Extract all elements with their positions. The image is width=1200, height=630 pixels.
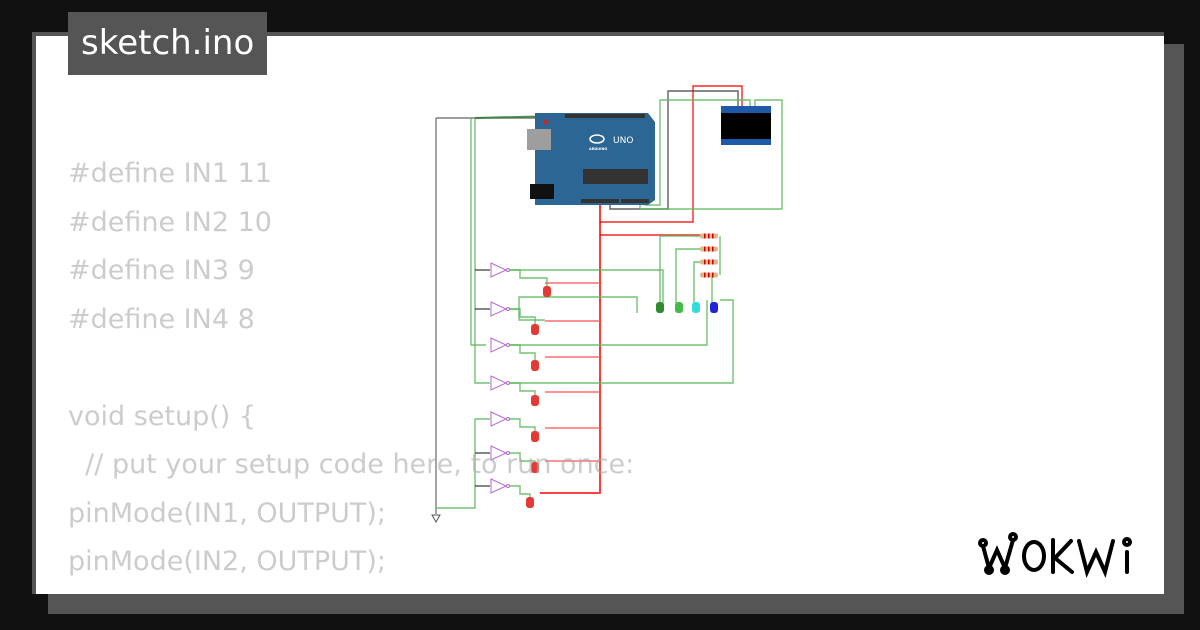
- signal-wire: [510, 308, 536, 324]
- buffer-output: [506, 451, 510, 455]
- code-line: #define IN4 8: [68, 303, 255, 335]
- code-preview: #define IN1 11 #define IN2 10 #define IN3 …: [68, 150, 634, 594]
- buffer-gate: [490, 262, 508, 278]
- signal-wire: [508, 300, 708, 346]
- buffer-output: [506, 268, 510, 272]
- signal-wire: [510, 418, 536, 431]
- signal-wire: [693, 261, 700, 303]
- power-wire: [600, 85, 743, 223]
- signal-wire: [510, 452, 536, 462]
- resistor-band: [704, 272, 706, 278]
- buffer-gate: [490, 375, 508, 391]
- buffer-output: [506, 307, 510, 311]
- resistor-band: [708, 259, 710, 265]
- resistor-band: [712, 259, 714, 265]
- buffer-gate: [490, 301, 508, 317]
- signal-wire: [510, 344, 536, 360]
- red-led: [531, 431, 539, 442]
- code-line: pinMode(IN3, OUTPUT);: [68, 587, 634, 595]
- resistor-band: [704, 259, 706, 265]
- signal-wire: [639, 99, 783, 210]
- red-led: [531, 395, 539, 406]
- red-led: [531, 360, 539, 371]
- buffer-gate: [490, 337, 508, 353]
- signal-wire: [659, 235, 700, 303]
- header-digital: [565, 114, 645, 118]
- buffer-gate: [490, 478, 508, 494]
- chip: [583, 169, 648, 184]
- wokwi-logo: [978, 532, 1132, 578]
- board-label: UNO: [613, 136, 633, 146]
- red-led: [531, 462, 539, 473]
- signal-wire: [510, 269, 548, 286]
- code-line: #define IN2 10: [68, 206, 272, 238]
- power-jack: [530, 184, 554, 199]
- header-analog: [621, 199, 649, 203]
- signal-wire: [675, 248, 700, 303]
- code-line: // put your setup code here, to run once…: [68, 449, 635, 480]
- arduino-logo: [589, 134, 605, 144]
- buffer-gate: [490, 445, 508, 461]
- signal-wire: [700, 274, 713, 303]
- led-0: [656, 302, 664, 313]
- code-line: #define IN3 9: [68, 255, 255, 286]
- header-power: [581, 199, 619, 203]
- resistor-band: [708, 272, 710, 278]
- resistor-band: [704, 246, 706, 252]
- buffer-output: [506, 484, 510, 488]
- red-led: [526, 497, 534, 508]
- signal-wire: [510, 382, 536, 395]
- board-brand: ARDUINO: [589, 147, 607, 151]
- signal-wire: [510, 269, 664, 303]
- code-line: #define IN1 11: [68, 158, 272, 189]
- signal-wire: [470, 118, 486, 346]
- led-2: [692, 302, 700, 313]
- usb-port: [527, 129, 551, 150]
- oled-screen: [721, 113, 771, 139]
- resistor-band: [712, 272, 714, 278]
- resistor-band: [704, 233, 706, 239]
- buffer-output: [506, 417, 510, 421]
- ground-symbol: [431, 514, 441, 524]
- signal-wire: [436, 418, 490, 509]
- code-line: pinMode(IN1, OUTPUT);: [68, 497, 387, 529]
- resistor-band: [708, 233, 710, 239]
- reset-button: [543, 119, 549, 125]
- code-line: void setup() {: [68, 400, 257, 432]
- red-led: [531, 324, 539, 335]
- signal-wire: [518, 296, 638, 313]
- signal-wire: [510, 299, 734, 384]
- file-tab-label: sketch.ino: [81, 23, 255, 63]
- led-1: [675, 302, 683, 313]
- resistor-band: [708, 246, 710, 252]
- buffer-gate: [490, 411, 508, 427]
- code-line: pinMode(IN2, OUTPUT);: [68, 546, 387, 577]
- code-line: [68, 344, 634, 393]
- buffer-output: [506, 343, 510, 347]
- resistor-band: [712, 233, 714, 239]
- signal-wire: [474, 118, 490, 384]
- resistor-band: [712, 246, 714, 252]
- circuit-diagram[interactable]: UNO ARDUINO: [36, 36, 1164, 594]
- ground-wire: [609, 90, 739, 210]
- signal-wire: [510, 485, 531, 497]
- file-tab[interactable]: sketch.ino: [68, 12, 268, 75]
- buffer-output: [506, 381, 510, 385]
- arduino-uno: UNO ARDUINO: [527, 113, 655, 205]
- red-led: [543, 286, 551, 297]
- led-3: [710, 302, 718, 313]
- oled-display: [721, 106, 771, 145]
